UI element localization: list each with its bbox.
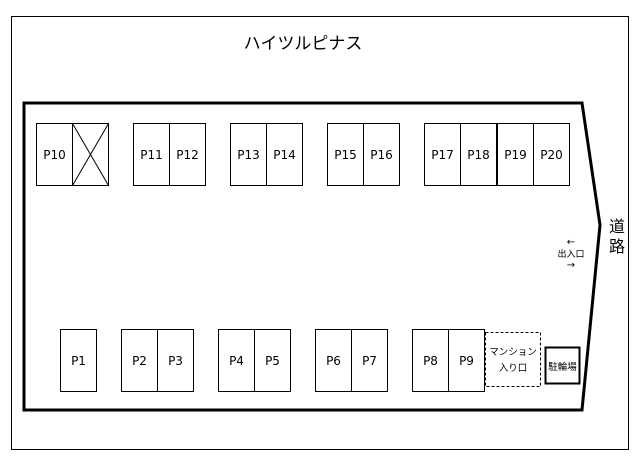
exit-label: 出入口 (557, 248, 584, 260)
parking-space-label: P17 (431, 148, 454, 162)
lot-boundary (22, 101, 602, 412)
parking-space: P3 (157, 329, 194, 392)
parking-space-label: P18 (467, 148, 490, 162)
road-label-2: 路 (609, 237, 625, 256)
parking-space: P11 (133, 123, 170, 186)
top-parking-row: P10 P11 P12 P13 P14 P15 P16 P17 P18 P19 P20 (36, 123, 570, 186)
bicycle-parking-label: 駐輪場 (548, 361, 577, 373)
bicycle-parking (544, 346, 581, 385)
parking-space-label: P7 (362, 354, 377, 368)
parking-space-label: P8 (423, 354, 438, 368)
parking-space: P7 (351, 329, 388, 392)
parking-space-unavailable (72, 123, 109, 186)
bottom-parking-row: P1 P2 P3 P4 P5 P6 P7 P8 P9 (60, 329, 485, 392)
parking-space: P2 (121, 329, 158, 392)
parking-space: P15 (327, 123, 364, 186)
outer-frame (11, 16, 629, 450)
entrance-label-2: 入り口 (499, 363, 528, 374)
parking-space: P18 (460, 123, 497, 186)
parking-space-label: P20 (540, 148, 563, 162)
parking-space-label: P5 (265, 354, 280, 368)
parking-space-label: P13 (237, 148, 260, 162)
parking-space-label: P14 (273, 148, 296, 162)
parking-space-label: P16 (370, 148, 393, 162)
parking-space-label: P2 (132, 354, 147, 368)
parking-space: P17 (424, 123, 461, 186)
parking-space: P4 (218, 329, 255, 392)
parking-space: P12 (169, 123, 206, 186)
parking-space: P19 (497, 123, 534, 186)
parking-space: P1 (60, 329, 97, 392)
parking-space-label: P9 (459, 354, 474, 368)
mansion-entrance (485, 332, 541, 387)
parking-space-label: P10 (43, 148, 66, 162)
parking-space-label: P15 (334, 148, 357, 162)
exit-arrow-right: → (567, 260, 575, 271)
parking-space: P10 (36, 123, 73, 186)
road-label-1: 道 (609, 217, 625, 236)
building-title: ハイツルピナス (244, 34, 363, 54)
parking-space-label: P1 (71, 354, 86, 368)
parking-space: P13 (230, 123, 267, 186)
parking-space-label: P19 (504, 148, 527, 162)
cross-mark (72, 123, 109, 186)
parking-space-label: P3 (168, 354, 183, 368)
parking-space-label: P11 (140, 148, 163, 162)
parking-space-label: P4 (229, 354, 244, 368)
parking-space: P20 (533, 123, 570, 186)
parking-space: P16 (363, 123, 400, 186)
entrance-label-1: マンション (489, 347, 537, 358)
parking-space: P14 (266, 123, 303, 186)
parking-space: P8 (412, 329, 449, 392)
parking-space: P6 (315, 329, 352, 392)
parking-space-label: P12 (176, 148, 199, 162)
parking-space: P5 (254, 329, 291, 392)
exit-arrow-left: ← (567, 237, 575, 248)
parking-space-label: P6 (326, 354, 341, 368)
parking-space: P9 (448, 329, 485, 392)
